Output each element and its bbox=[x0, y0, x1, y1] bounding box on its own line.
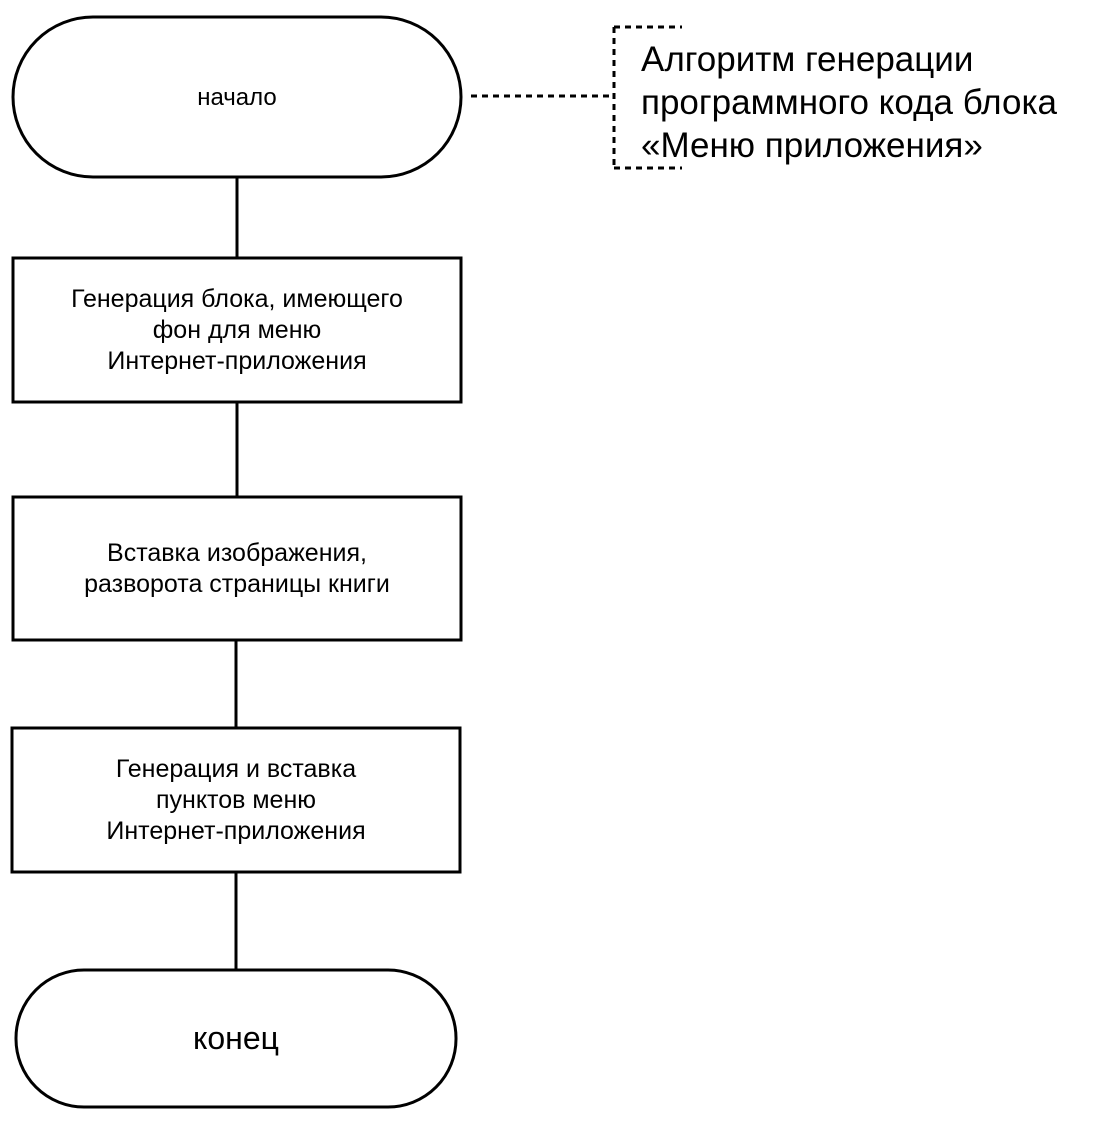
end-label: конец bbox=[16, 970, 456, 1107]
comment-line-3: «Меню приложения» bbox=[641, 126, 983, 165]
step3-label: Генерация и вставка пунктов меню Интерне… bbox=[12, 728, 460, 872]
step1-label: Генерация блока, имеющего фон для меню И… bbox=[13, 258, 461, 402]
start-label: начало bbox=[13, 17, 461, 177]
comment-annotation: Алгоритм генерации программного кода бло… bbox=[641, 38, 1057, 167]
end-terminator-shape bbox=[14, 968, 458, 1109]
step3-line-2: пунктов меню bbox=[155, 785, 316, 814]
step2-label: Вставка изображения, разворота страницы … bbox=[13, 497, 461, 640]
step2-line-2: разворота страницы книги bbox=[84, 569, 390, 598]
step1-line-3: Интернет-приложения bbox=[107, 346, 367, 375]
step3-line-1: Генерация и вставка bbox=[115, 754, 357, 783]
step3-line-3: Интернет-приложения bbox=[106, 816, 366, 845]
comment-line-2: программного кода блока bbox=[641, 83, 1058, 122]
end-label-text: конец bbox=[193, 1020, 279, 1056]
comment-line-1: Алгоритм генерации bbox=[641, 40, 974, 79]
step1-line-2: фон для меню bbox=[152, 315, 322, 344]
start-label-text: начало bbox=[197, 83, 277, 111]
step2-line-1: Вставка изображения, bbox=[107, 538, 367, 567]
step1-line-1: Генерация блока, имеющего bbox=[71, 284, 403, 313]
